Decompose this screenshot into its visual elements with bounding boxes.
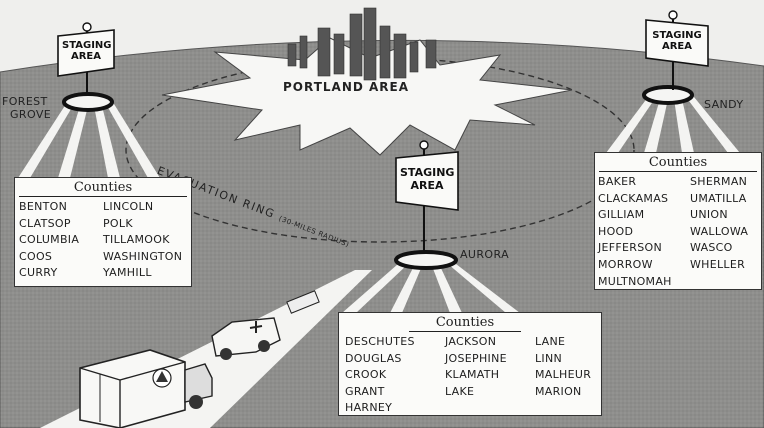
county-name: WALLOWA xyxy=(690,224,749,238)
counties-header: Counties xyxy=(19,180,187,197)
county-name: WASCO xyxy=(690,241,733,255)
sign-line2: AREA xyxy=(410,179,444,192)
county-list: DESCHUTES DOUGLAS CROOK GRANT HARNEY xyxy=(345,334,445,417)
sign-line1: STAGING xyxy=(400,166,455,179)
county-name: TILLAMOOK xyxy=(103,233,170,247)
sign-line2: AREA xyxy=(661,41,692,52)
county-name: CROOK xyxy=(345,368,387,382)
county-name: MORROW xyxy=(598,257,653,271)
county-name: WASHINGTON xyxy=(103,249,183,263)
place-sandy: SANDY xyxy=(704,98,744,111)
distant-truck-icon xyxy=(286,290,320,314)
county-name: YAMHILL xyxy=(103,266,152,280)
county-name: MALHEUR xyxy=(535,368,592,382)
city-skyline xyxy=(287,7,437,81)
county-name: LINCOLN xyxy=(103,200,154,213)
county-name: DOUGLAS xyxy=(345,351,402,365)
sign-sandy: STAGING AREA xyxy=(650,30,704,52)
sign-line1: STAGING xyxy=(62,40,112,51)
beams-sandy xyxy=(606,97,740,153)
counties-header: Counties xyxy=(409,315,521,332)
county-name: HARNEY xyxy=(345,401,393,415)
ambulance-icon xyxy=(211,317,281,360)
county-name: GRANT xyxy=(345,384,385,398)
county-name: CLATSOP xyxy=(19,216,71,230)
county-name: JOSEPHINE xyxy=(445,351,507,365)
county-name: LANE xyxy=(535,335,566,348)
county-list: JACKSON JOSEPHINE KLAMATH LAKE xyxy=(445,334,535,417)
county-name: DESCHUTES xyxy=(345,335,415,348)
sign-forest-grove: STAGING AREA xyxy=(62,40,112,62)
beams-aurora xyxy=(342,264,520,313)
staging-ring-forest-grove xyxy=(62,92,114,112)
county-name: BAKER xyxy=(598,175,637,188)
place-aurora: AURORA xyxy=(460,248,509,261)
county-name: COOS xyxy=(19,249,53,263)
counties-header: Counties xyxy=(599,155,757,172)
county-name: CLACKAMAS xyxy=(598,191,669,205)
county-name: WHELLER xyxy=(690,257,746,271)
county-name: JEFFERSON xyxy=(598,241,663,255)
sign-board-sandy xyxy=(645,19,709,67)
staging-ring-aurora xyxy=(394,250,458,270)
county-list: LANE LINN MALHEUR MARION xyxy=(535,334,591,417)
county-name: HOOD xyxy=(598,224,634,238)
county-list: LINCOLN POLK TILLAMOOK WASHINGTON YAMHILL xyxy=(103,199,182,282)
county-name: JACKSON xyxy=(445,335,497,348)
county-list: BAKER CLACKAMAS GILLIAM HOOD JEFFERSON MORROW… xyxy=(598,174,690,290)
county-name: LAKE xyxy=(445,384,475,398)
sign-board-aurora xyxy=(395,151,459,211)
sign-board-forest-grove xyxy=(57,29,115,77)
county-name: UNION xyxy=(690,208,728,222)
place-forest-grove: FOREST GROVE xyxy=(2,95,52,121)
truck-icon xyxy=(79,349,213,428)
counties-box-south: Counties DESCHUTES DOUGLAS CROOK GRANT HARNE… xyxy=(338,312,602,416)
county-name: UMATILLA xyxy=(690,191,747,205)
sign-line2: AREA xyxy=(70,51,101,62)
county-list: SHERMAN UMATILLA UNION WALLOWA WASCO WHELLER xyxy=(690,174,748,290)
county-name: LINN xyxy=(535,351,563,365)
sign-aurora: STAGING AREA xyxy=(400,166,454,192)
beams-forest-grove xyxy=(18,104,160,178)
portland-area-label: PORTLAND AREA xyxy=(283,80,410,94)
county-name: CURRY xyxy=(19,266,58,280)
county-name: COLUMBIA xyxy=(19,233,80,247)
counties-box-east: Counties BAKER CLACKAMAS GILLIAM HOOD JEFFER… xyxy=(594,152,762,290)
county-name: BENTON xyxy=(19,200,68,213)
staging-ring-sandy xyxy=(642,85,694,105)
sign-line1: STAGING xyxy=(652,30,702,41)
county-list: BENTON CLATSOP COLUMBIA COOS CURRY xyxy=(19,199,103,282)
county-name: MARION xyxy=(535,384,582,398)
county-name: SHERMAN xyxy=(690,175,748,188)
county-name: MULTNOMAH xyxy=(598,274,672,288)
county-name: KLAMATH xyxy=(445,368,500,382)
county-name: GILLIAM xyxy=(598,208,645,222)
county-name: POLK xyxy=(103,216,133,230)
